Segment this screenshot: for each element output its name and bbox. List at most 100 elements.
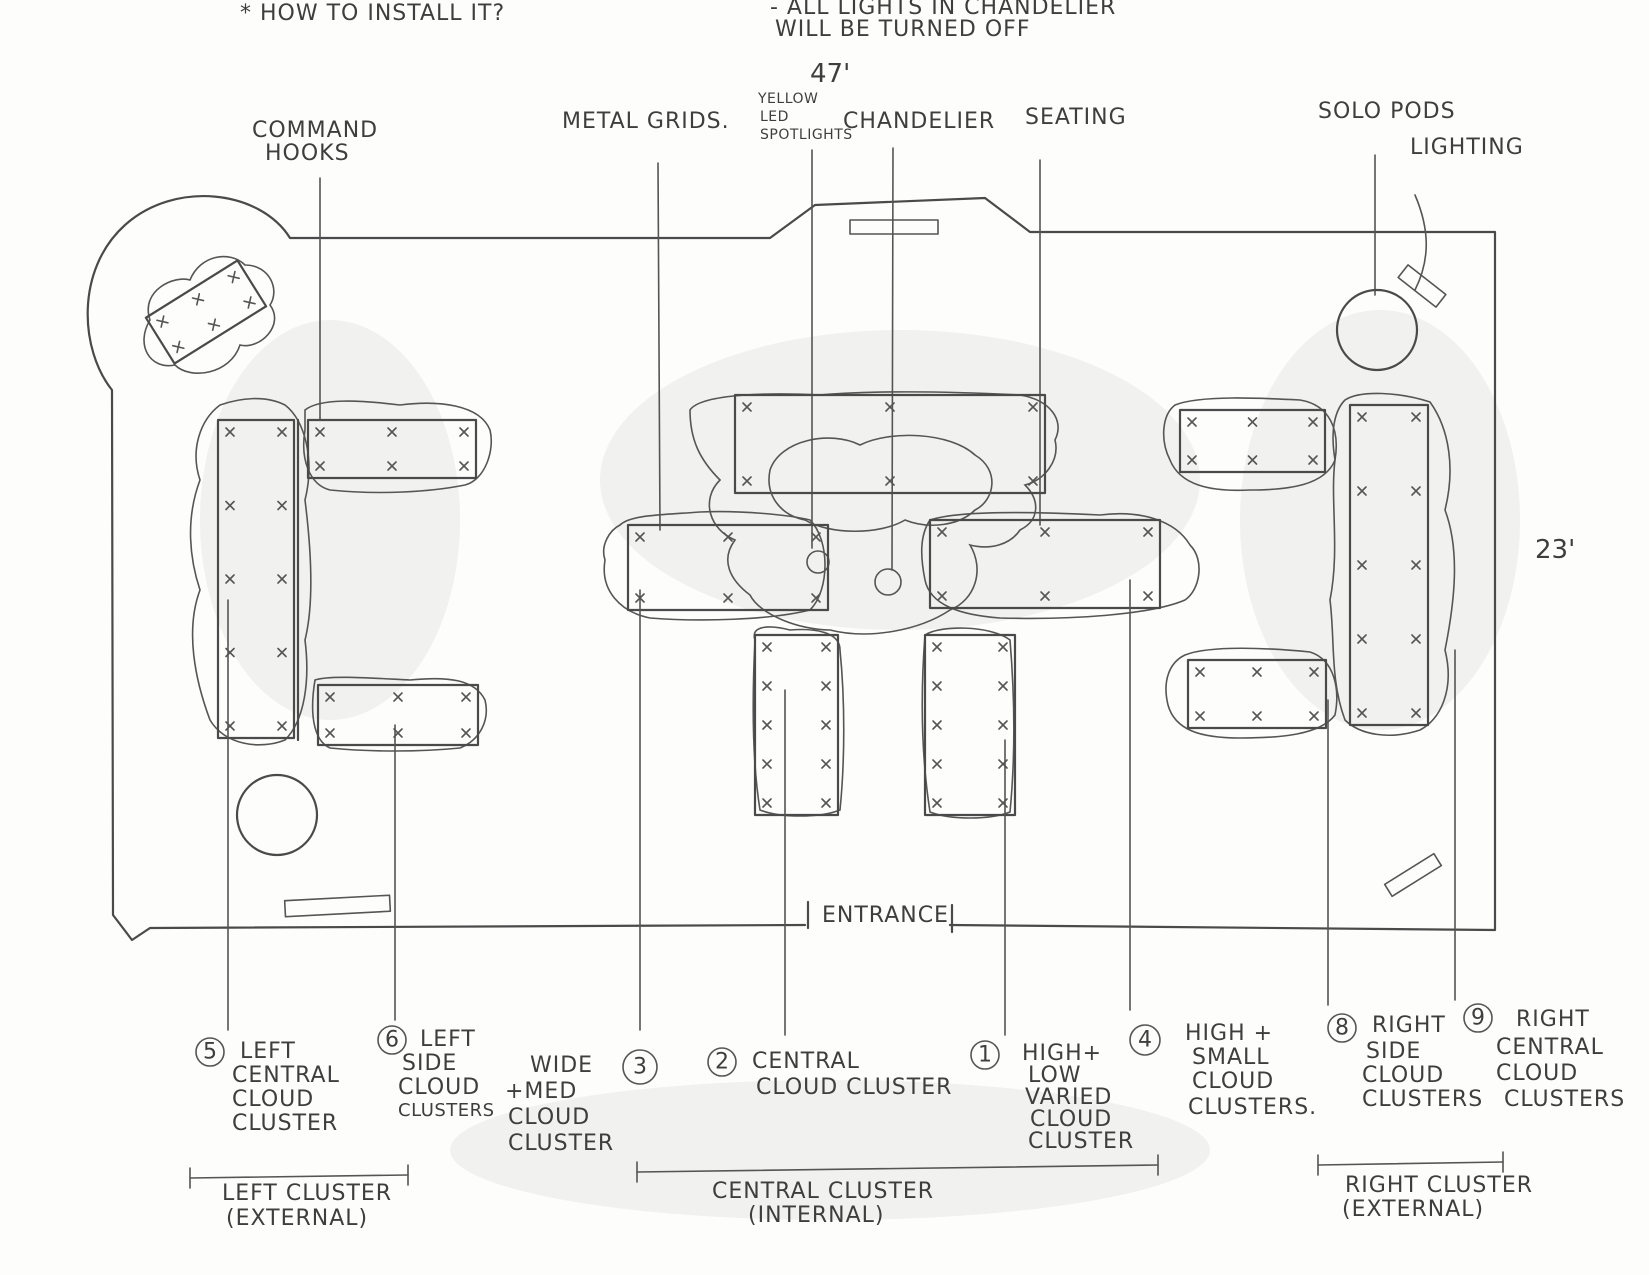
- svg-text:VARIED: VARIED: [1025, 1085, 1112, 1110]
- hook-mark: [998, 681, 1008, 691]
- hook-mark: [762, 720, 772, 730]
- svg-text:LEFT: LEFT: [420, 1027, 476, 1052]
- svg-text:1: 1: [978, 1043, 992, 1068]
- hook-mark: [1411, 560, 1421, 570]
- hook-mark: [932, 720, 942, 730]
- hook-mark: [387, 427, 397, 437]
- label-lighting: LIGHTING: [1410, 135, 1524, 160]
- hook-mark: [821, 681, 831, 691]
- hook-mark: [1187, 455, 1197, 465]
- left-bench: [283, 894, 392, 918]
- hook-mark: [1143, 527, 1153, 537]
- install-note: * HOW TO INSTALL IT?: [240, 1, 505, 26]
- hook-mark: [207, 318, 221, 332]
- svg-text:RIGHT: RIGHT: [1516, 1007, 1590, 1032]
- hook-mark: [885, 402, 895, 412]
- hook-mark: [1357, 634, 1367, 644]
- solo-pod-right: [1335, 288, 1419, 372]
- label-seating: SEATING: [1025, 105, 1127, 130]
- hook-marks: [742, 402, 1038, 486]
- hook-mark: [1411, 634, 1421, 644]
- hook-mark: [932, 798, 942, 808]
- label-yellow: YELLOW: [757, 91, 818, 107]
- svg-text:CLOUD: CLOUD: [1362, 1063, 1444, 1088]
- svg-text:HIGH +: HIGH +: [1185, 1021, 1273, 1046]
- svg-text:CLUSTERS: CLUSTERS: [398, 1100, 495, 1121]
- svg-text:RIGHT: RIGHT: [1372, 1013, 1446, 1038]
- svg-text:CENTRAL: CENTRAL: [752, 1049, 860, 1074]
- hook-mark: [277, 500, 287, 511]
- high-low-varied-cloud-cluster: [921, 627, 1017, 819]
- hook-mark: [1040, 591, 1050, 601]
- width-dimension: 47': [810, 59, 850, 89]
- hook-mark: [937, 527, 947, 537]
- hook-mark: [1252, 711, 1262, 721]
- leader-chandelier: [891, 147, 894, 571]
- hook-mark: [1187, 417, 1197, 427]
- right-central-cluster: [1329, 392, 1456, 736]
- svg-text:SIDE: SIDE: [402, 1051, 457, 1076]
- svg-text:CLUSTER: CLUSTER: [1028, 1129, 1134, 1154]
- room-outline: [86, 195, 1497, 942]
- svg-text:2: 2: [715, 1050, 729, 1075]
- hook-mark: [277, 721, 287, 731]
- hook-mark: [315, 427, 325, 437]
- svg-text:+MED: +MED: [505, 1079, 577, 1104]
- svg-text:CLOUD: CLOUD: [1496, 1061, 1578, 1086]
- top-fixture: [849, 219, 939, 235]
- hook-mark: [227, 270, 240, 284]
- hook-mark: [172, 340, 185, 354]
- hook-mark: [393, 692, 403, 702]
- hook-mark: [1357, 486, 1367, 496]
- hook-mark: [387, 461, 397, 471]
- hook-mark: [1357, 412, 1367, 422]
- smudge: [450, 1080, 1210, 1220]
- hook-mark: [821, 642, 831, 652]
- svg-text:CLOUD: CLOUD: [1192, 1069, 1274, 1094]
- svg-text:HIGH+: HIGH+: [1022, 1041, 1102, 1066]
- svg-text:CLUSTERS.: CLUSTERS.: [1188, 1095, 1317, 1120]
- leader-metal-grids: [657, 162, 661, 531]
- solo-pod-left: [235, 773, 319, 857]
- svg-text:LEFT CLUSTER: LEFT CLUSTER: [222, 1181, 392, 1206]
- hook-mark: [1143, 591, 1153, 601]
- lights-note-line2: WILL BE TURNED OFF: [775, 17, 1030, 42]
- svg-text:5: 5: [203, 1040, 217, 1065]
- legend-item-1: 1 HIGH+ LOW VARIED CLOUD CLUSTER: [970, 1040, 1134, 1154]
- height-dimension: 23': [1535, 535, 1575, 565]
- hook-marks: [156, 270, 256, 354]
- hook-marks: [1357, 412, 1421, 718]
- label-hooks: HOOKS: [265, 141, 350, 166]
- svg-text:CLOUD CLUSTER: CLOUD CLUSTER: [756, 1075, 952, 1100]
- label-spotlights: SPOTLIGHTS: [760, 127, 853, 143]
- label-led: LED: [760, 109, 789, 125]
- svg-text:CLOUD: CLOUD: [1030, 1107, 1112, 1132]
- hook-mark: [1195, 667, 1205, 677]
- hook-mark: [461, 692, 471, 702]
- hook-mark: [762, 681, 772, 691]
- svg-text:CLUSTER: CLUSTER: [232, 1111, 338, 1136]
- hook-mark: [1195, 711, 1205, 721]
- hook-mark: [1411, 486, 1421, 496]
- hook-mark: [315, 461, 325, 471]
- hook-mark: [1028, 402, 1038, 412]
- svg-text:LEFT: LEFT: [240, 1039, 296, 1064]
- svg-text:CLOUD: CLOUD: [398, 1075, 480, 1100]
- hook-mark: [998, 642, 1008, 652]
- hook-mark: [821, 798, 831, 808]
- right-light-fixture-bottom: [1383, 852, 1443, 898]
- group-right-cluster: RIGHT CLUSTER (EXTERNAL): [1317, 1151, 1532, 1222]
- hook-mark: [1308, 417, 1318, 427]
- hook-mark: [998, 720, 1008, 730]
- hook-mark: [277, 574, 287, 584]
- hook-mark: [1252, 667, 1262, 677]
- hook-mark: [932, 642, 942, 652]
- left-side-cluster-top: [303, 400, 492, 494]
- hook-mark: [1028, 476, 1038, 486]
- hook-mark: [225, 574, 235, 584]
- hook-mark: [635, 532, 645, 542]
- hook-mark: [1411, 708, 1421, 718]
- hook-mark: [1308, 455, 1318, 465]
- corner-pod-top-left: [143, 255, 276, 374]
